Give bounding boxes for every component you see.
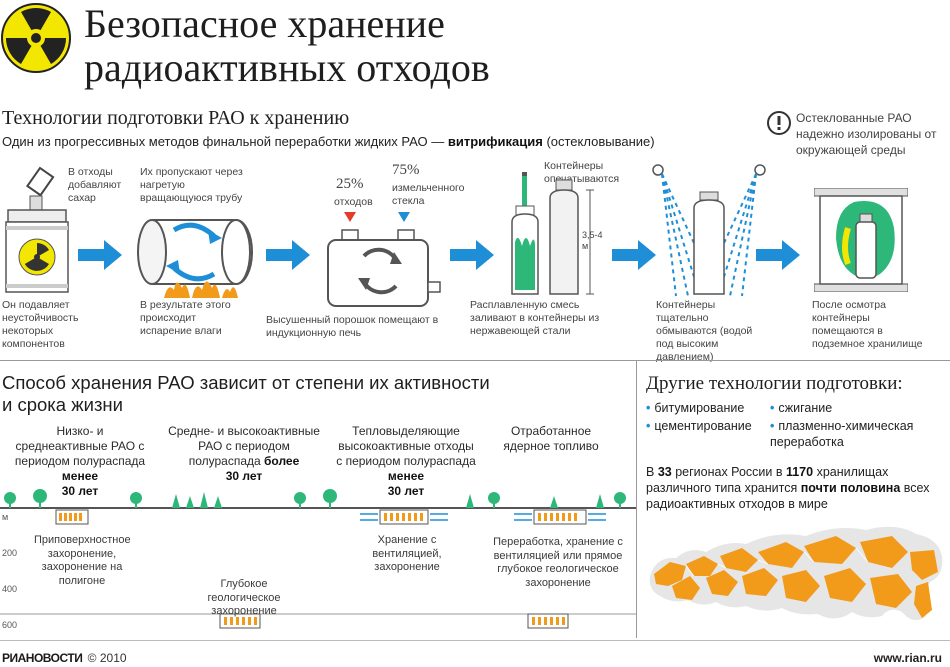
section2-title: Способ хранения РАО зависит от степени и… — [2, 372, 490, 415]
footer-copyright: © 2010 — [87, 651, 127, 665]
category-spent-fuel: Отработанное ядерное топливо — [503, 424, 599, 453]
arrow-right-icon — [266, 240, 310, 275]
underground-storage-illustration — [813, 187, 909, 293]
vitrification-note: Остеклованные РАО надежно изолированы от… — [796, 111, 937, 157]
container-height-label: 3,5-4 м — [582, 230, 603, 251]
arrow-right-icon — [78, 240, 122, 275]
depth-200: 200 — [2, 548, 18, 558]
step1-bottom: Он подавляет неустойчивость некоторых ко… — [2, 299, 79, 350]
vertical-divider — [636, 361, 637, 638]
step3-label1: отходов — [334, 196, 373, 208]
step2-top: Их пропускают через нагретую вращающуюся… — [140, 166, 243, 204]
page-title: Безопасное хранение радиоактивных отходо… — [84, 2, 684, 90]
arrow-right-icon — [450, 240, 494, 275]
induction-furnace-illustration — [324, 212, 446, 308]
step5-bottom: Контейнеры тщательно обмываются (водой п… — [656, 299, 753, 363]
depth-unit: м — [2, 512, 9, 522]
method-deep-geological: Глубокое геологическое захоронение — [207, 578, 281, 617]
category-heat-generating: Тепловыделяющие высокоактивные отходы с … — [336, 424, 476, 498]
method-ventilation: Хранение с вентиляцией, захоронение — [372, 534, 442, 573]
category-low-medium: Низко- и среднеактивные РАО с периодом п… — [14, 424, 146, 498]
washing-illustration — [650, 162, 768, 298]
tech-item: •сжигание — [770, 401, 833, 415]
step3-pct1: 25% — [336, 176, 364, 192]
tech-item: •плазменно-химическая переработка — [770, 419, 914, 449]
step4-bottom: Расплавленную смесь заливают в контейнер… — [470, 299, 600, 337]
russia-fact: В 33 регионах России в 1170 хранилищах р… — [646, 465, 930, 511]
steel-containers-illustration — [506, 172, 612, 298]
radiation-logo-icon — [0, 2, 72, 74]
warning-icon — [766, 110, 792, 136]
sugar-container-illustration — [4, 166, 70, 296]
russia-map-illustration — [646, 516, 946, 638]
step3-bottom: Высушенный порошок помещают в индукционн… — [266, 314, 439, 339]
step6-bottom: После осмотра контейнеры помещаются в по… — [812, 299, 923, 350]
rotating-tube-illustration — [134, 208, 258, 300]
step1-top: В отходы добавляют сахар — [68, 166, 122, 204]
step3-pct2: 75% — [392, 162, 420, 178]
title-line-1: Безопасное хранение — [84, 1, 445, 46]
section1-title: Технологии подготовки РАО к хранению — [2, 107, 350, 129]
rian-logo: РИАНОВОСТИ — [2, 651, 83, 665]
arrow-right-icon — [756, 240, 800, 275]
arrow-right-icon — [612, 240, 656, 275]
footer-brand-group: РИАНОВОСТИ © 2010 — [2, 651, 127, 665]
tech-item: •битумирование — [646, 401, 745, 415]
tech-item: •цементирование — [646, 419, 752, 433]
depth-400: 400 — [2, 584, 18, 594]
step2-bottom: В результате этого происходит испарение … — [140, 299, 231, 337]
method-near-surface: Приповерхностное захоронение, захоронени… — [34, 534, 131, 587]
method-reprocessing: Переработка, хранение с вентиляцией или … — [493, 536, 623, 589]
section3-title: Другие технологии подготовки: — [646, 373, 903, 394]
ground-cross-section — [0, 488, 636, 638]
depth-600: 600 — [2, 620, 18, 630]
footer-url-link[interactable]: www.rian.ru — [873, 651, 942, 665]
section1-subtitle: Один из прогрессивных методов финальной … — [2, 134, 655, 149]
title-line-2: радиоактивных отходов — [84, 45, 490, 90]
section-divider — [0, 360, 950, 361]
step3-label2: измельченного стекла — [392, 182, 465, 207]
category-medium-high: Средне- и высокоактивные РАО с периодом … — [168, 424, 320, 483]
footer-divider — [0, 640, 950, 641]
